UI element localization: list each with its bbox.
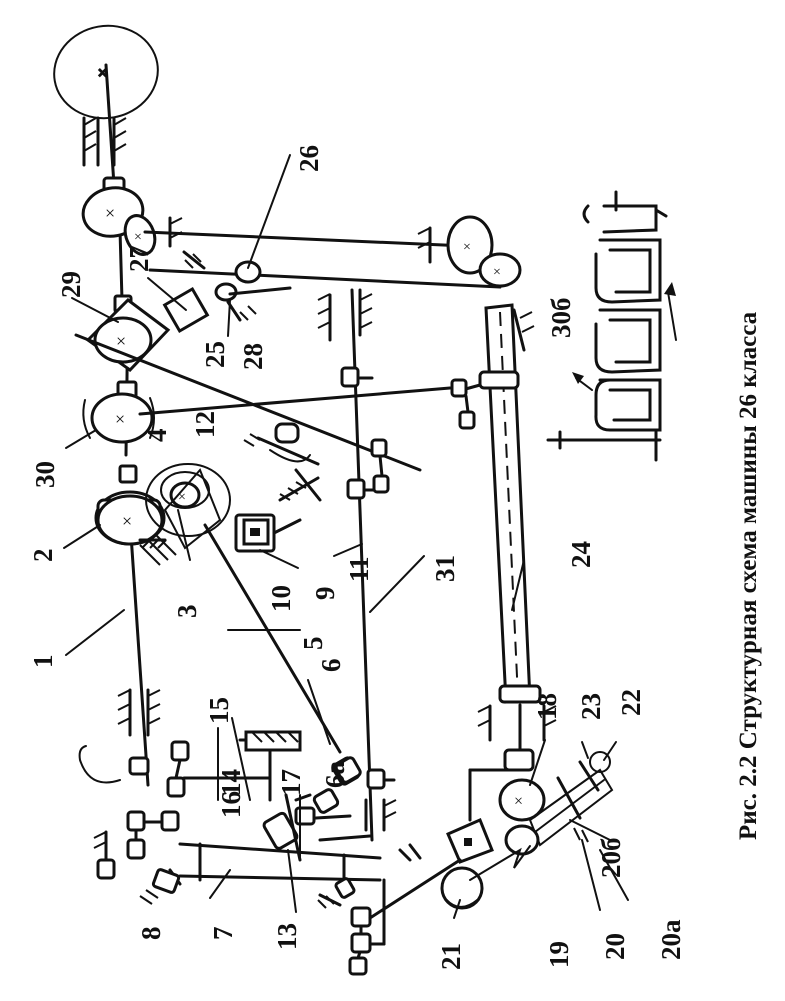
upper-wheel: × × — [81, 176, 157, 256]
label-18: 18 — [532, 693, 562, 720]
part-labels: 1 2 30 3 4 29 27 25 28 26 12 10 9 11 31 … — [28, 145, 686, 970]
svg-text:×: × — [122, 511, 132, 531]
block-9-10 — [234, 513, 302, 553]
label-23: 23 — [576, 693, 606, 720]
label-5: 5 — [298, 637, 328, 651]
label-20b: 20б — [596, 838, 626, 879]
label-12: 12 — [190, 411, 220, 438]
mechanism-25-27 — [162, 250, 292, 334]
eccentric-3-4: × — [139, 463, 342, 754]
label-2: 2 — [28, 549, 58, 563]
bearing-2 — [138, 538, 167, 549]
label-4: 4 — [142, 429, 172, 443]
label-27: 27 — [124, 245, 154, 272]
handwheel: × — [53, 24, 159, 120]
label-1: 1 — [28, 655, 58, 669]
label-29: 29 — [56, 271, 86, 298]
label-8: 8 — [136, 927, 166, 941]
thread-loops-304 — [546, 190, 677, 462]
label-13: 13 — [272, 923, 302, 950]
label-20a: 20а — [656, 919, 686, 960]
label-10: 10 — [266, 585, 296, 612]
svg-text:×: × — [134, 230, 142, 245]
svg-text:×: × — [463, 240, 471, 255]
label-19: 19 — [544, 941, 574, 968]
label-28: 28 — [238, 343, 268, 370]
label-9: 9 — [310, 587, 340, 601]
label-26: 26 — [294, 145, 324, 172]
gear-30: × — [82, 380, 452, 444]
label-7: 7 — [208, 927, 238, 941]
svg-text:×: × — [116, 331, 126, 351]
label-20: 20 — [600, 933, 630, 960]
mechanism-left-lower — [78, 730, 462, 976]
figure-caption: Рис. 2.2 Структурная схема машины 26 кла… — [735, 311, 762, 840]
bearing-top — [82, 116, 127, 167]
svg-text:×: × — [178, 490, 186, 505]
label-3: 3 — [172, 605, 202, 619]
label-31: 31 — [430, 555, 460, 582]
label-17: 17 — [276, 769, 306, 796]
lever-11-12 — [243, 422, 322, 502]
rod-small — [370, 438, 390, 494]
label-22: 22 — [616, 689, 646, 716]
label-30: 30 — [30, 461, 60, 488]
label-16: 16 — [216, 791, 246, 818]
mechanism-18-23: × — [498, 751, 614, 856]
label-15: 15 — [204, 697, 234, 724]
bearing-lower — [117, 688, 161, 737]
tube-24 — [450, 303, 557, 772]
svg-text:×: × — [115, 409, 125, 429]
shaft-31 — [317, 288, 397, 842]
label-6: 6 — [316, 659, 346, 673]
label-6a: 6а — [320, 761, 350, 789]
mechanism-19-21 — [440, 768, 531, 910]
label-24: 24 — [566, 541, 596, 568]
right-link: × × — [143, 215, 522, 289]
label-11: 11 — [344, 556, 374, 582]
bevel-gear-29: × — [74, 294, 422, 472]
label-21: 21 — [436, 943, 466, 970]
svg-text:×: × — [105, 203, 115, 223]
leader-lines — [63, 154, 629, 919]
svg-text:×: × — [514, 793, 523, 810]
label-25: 25 — [200, 341, 230, 368]
label-30b: 30б — [546, 298, 576, 339]
link-6 — [334, 756, 362, 784]
svg-text:×: × — [493, 265, 501, 280]
label-14: 14 — [216, 769, 246, 796]
svg-text:×: × — [98, 65, 107, 82]
